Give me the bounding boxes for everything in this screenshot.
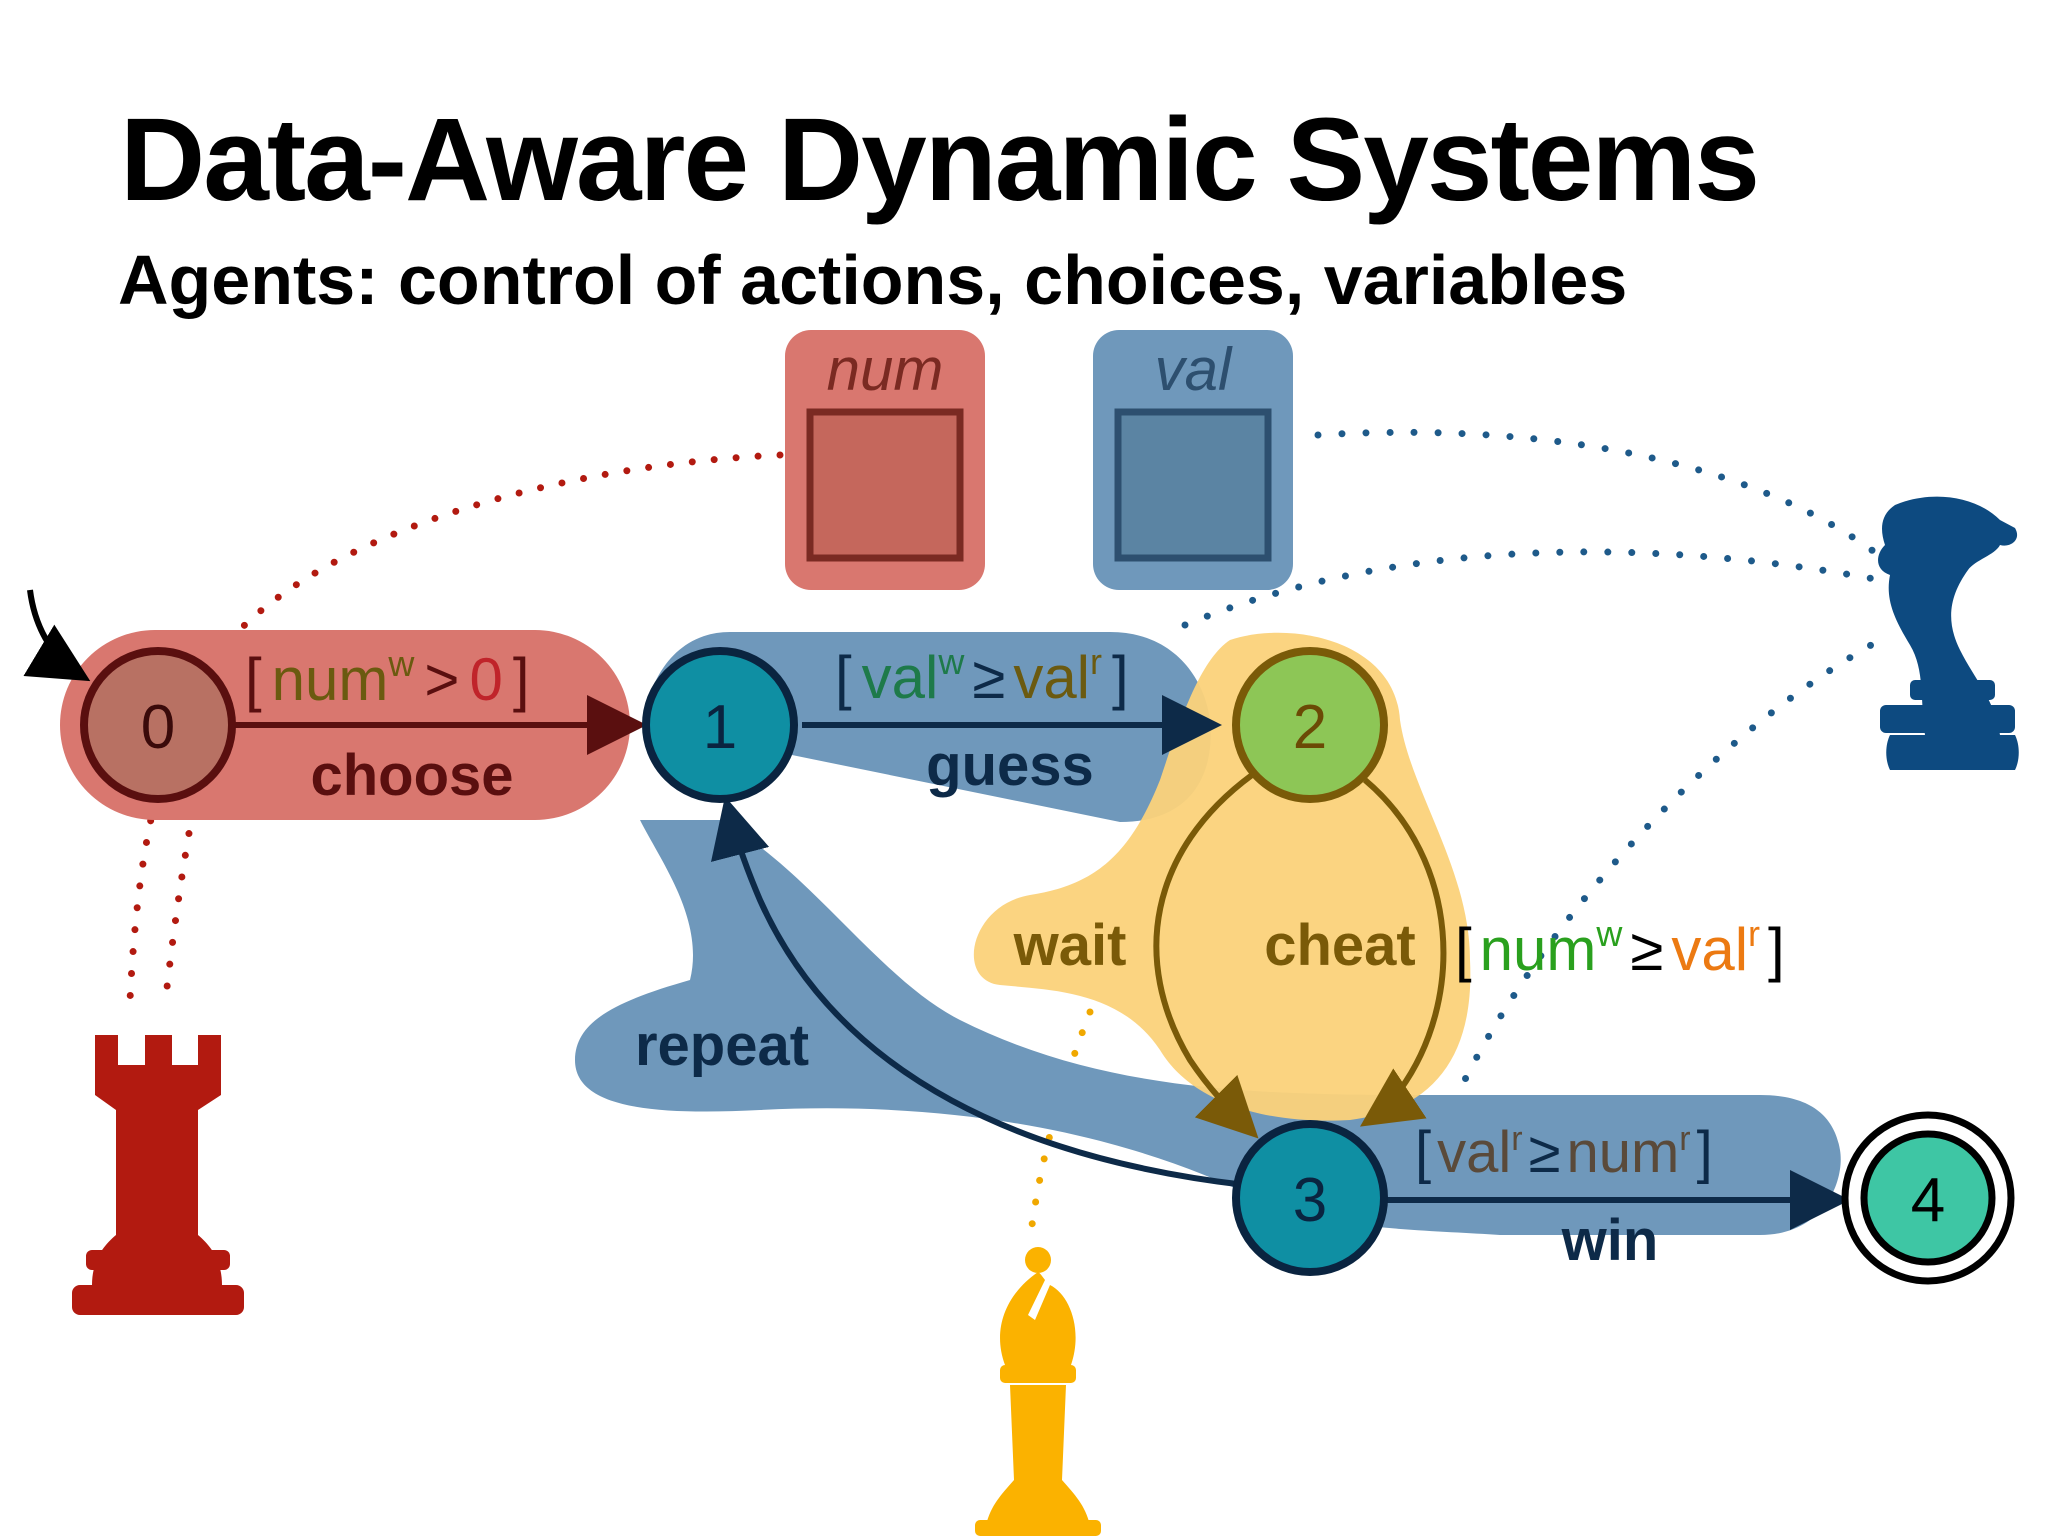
bishop-icon <box>975 1247 1101 1536</box>
guard-guess: [valw≥valr] <box>835 641 1129 711</box>
state-2: 2 <box>1232 647 1388 803</box>
knight-zone <box>575 632 1841 1235</box>
rook-icon <box>72 1035 244 1315</box>
knight-icon <box>1878 496 2019 770</box>
slide-subtitle: Agents: control of actions, choices, var… <box>118 241 1628 319</box>
state-3: 3 <box>1232 1120 1388 1276</box>
svg-text:4: 4 <box>1911 1166 1945 1235</box>
svg-text:2: 2 <box>1293 693 1327 762</box>
label-choose: choose <box>310 743 513 808</box>
svg-text:0: 0 <box>141 693 175 762</box>
svg-text:num: num <box>827 336 944 403</box>
label-wait: wait <box>1013 913 1127 978</box>
initial-arrow <box>23 589 91 682</box>
variable-val: val <box>1093 330 1293 590</box>
slide-title: Data-Aware Dynamic Systems <box>120 94 1760 226</box>
rook-control-lines <box>126 451 784 1009</box>
guard-choose: [numw>0] <box>245 643 529 713</box>
variable-num: num <box>785 330 985 590</box>
state-0: 0 <box>80 647 236 803</box>
state-4-final: 4 <box>1841 1111 2015 1285</box>
label-guess: guess <box>926 733 1094 798</box>
label-repeat: repeat <box>635 1013 809 1078</box>
guard-win: [valr≥numr] <box>1415 1120 1713 1185</box>
guard-cheat: [numw≥valr] <box>1455 913 1785 983</box>
knight-control-lines <box>1181 428 1889 1104</box>
svg-text:val: val <box>1155 336 1233 403</box>
state-1: 1 <box>642 647 798 803</box>
edge-repeat <box>711 796 1246 1188</box>
label-cheat: cheat <box>1264 913 1416 978</box>
edge-wait <box>1153 772 1259 1139</box>
svg-text:1: 1 <box>703 693 737 762</box>
svg-text:3: 3 <box>1293 1166 1327 1235</box>
edge-cheat <box>1360 777 1447 1127</box>
label-win: win <box>1561 1208 1659 1273</box>
